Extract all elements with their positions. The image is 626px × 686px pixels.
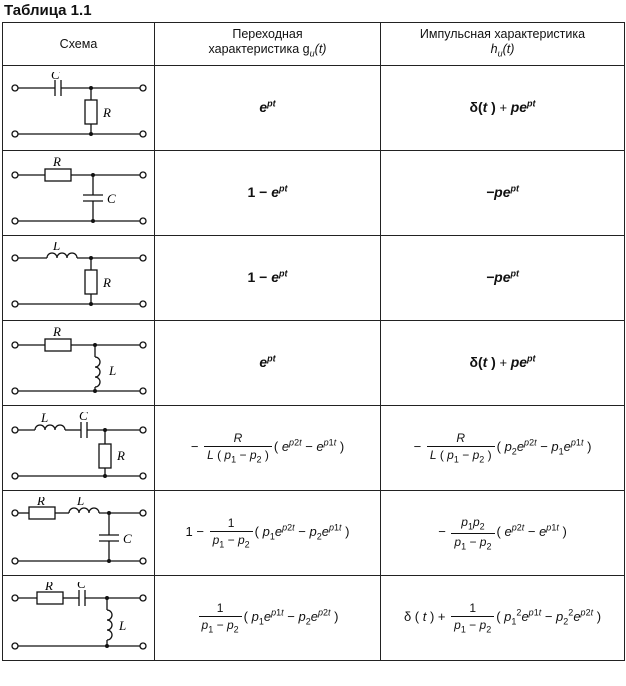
svg-text:R: R — [52, 157, 61, 169]
svg-text:C: C — [123, 531, 132, 546]
circuit-rcl-icon: R C L — [10, 582, 147, 650]
circuit-lcr-icon: L C R — [10, 412, 147, 480]
svg-text:R: R — [52, 327, 61, 339]
svg-text:R: R — [102, 105, 111, 120]
header-scheme: Схема — [2, 22, 155, 66]
step-cell: 1 − ept — [154, 150, 381, 236]
svg-text:L: L — [40, 412, 48, 425]
svg-text:R: R — [36, 497, 45, 508]
impulse-cell: δ(t ) + pept — [380, 320, 625, 406]
impulse-cell: −pept — [380, 150, 625, 236]
scheme-cell: R L C — [2, 490, 155, 576]
step-cell: ept — [154, 65, 381, 151]
circuit-cr-icon: C R — [10, 72, 147, 138]
header-row: Схема Переходная характеристика gu(t) Им… — [2, 22, 625, 66]
svg-text:L: L — [108, 363, 116, 378]
svg-text:C: C — [51, 72, 60, 82]
svg-text:R: R — [116, 448, 125, 463]
scheme-cell: L R — [2, 235, 155, 321]
svg-text:C: C — [107, 191, 116, 206]
step-cell: 1 − ept — [154, 235, 381, 321]
scheme-cell: R C L — [2, 575, 155, 661]
table-row: R L ept δ(t ) + pept — [2, 320, 625, 406]
svg-text:C: C — [77, 582, 86, 591]
circuit-lr-icon: L R — [10, 242, 147, 308]
header-impulse-response: Импульсная характеристика hu(t) — [380, 22, 625, 66]
step-cell: ept — [154, 320, 381, 406]
svg-text:L: L — [76, 497, 84, 508]
table-row: R C 1 − ept −pept — [2, 150, 625, 236]
svg-text:L: L — [52, 242, 60, 253]
table-row: C R ept δ(t ) + pept — [2, 65, 625, 151]
scheme-cell: C R — [2, 65, 155, 151]
svg-text:C: C — [79, 412, 88, 423]
header-step-response: Переходная характеристика gu(t) — [154, 22, 381, 66]
svg-text:L: L — [118, 618, 126, 633]
svg-text:R: R — [102, 275, 111, 290]
scheme-cell: L C R — [2, 405, 155, 491]
scheme-cell: R L — [2, 320, 155, 406]
scheme-cell: R C — [2, 150, 155, 236]
table-caption: Таблица 1.1 — [4, 2, 92, 19]
circuit-rc-icon: R C — [10, 157, 147, 225]
impulse-cell: −pept — [380, 235, 625, 321]
table-row: L R 1 − ept −pept — [2, 235, 625, 321]
characteristics-table: Схема Переходная характеристика gu(t) Им… — [2, 22, 625, 661]
impulse-cell: δ(t ) + pept — [380, 65, 625, 151]
circuit-rlc-icon: R L C — [10, 497, 147, 565]
circuit-rl-icon: R L — [10, 327, 147, 395]
svg-text:R: R — [44, 582, 53, 593]
